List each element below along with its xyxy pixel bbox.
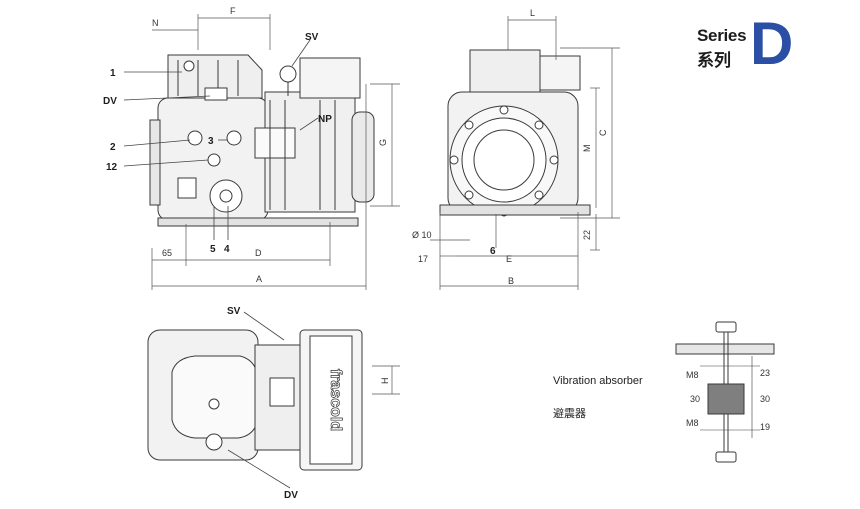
dim-h: H	[380, 378, 390, 385]
callout-5: 5	[210, 244, 216, 255]
callout-sv-front: SV	[305, 32, 319, 43]
dim-l: L	[530, 8, 535, 18]
front-view-dimensions	[151, 14, 400, 290]
vib-label-30-left: 30	[690, 394, 700, 404]
dim-c: C	[598, 129, 608, 136]
callout-np: NP	[318, 114, 332, 125]
dim-dia-10: Ø 10	[412, 230, 432, 240]
dim-17: 17	[418, 254, 428, 264]
dim-65: 65	[162, 248, 172, 258]
dim-m: M	[582, 145, 592, 153]
vib-label-m8-bottom: M8	[686, 418, 699, 428]
callout-sv-top: SV	[227, 306, 241, 317]
vib-label-23: 23	[760, 368, 770, 378]
callout-1: 1	[110, 68, 116, 79]
series-letter: D	[750, 10, 794, 77]
dim-f: F	[230, 6, 236, 16]
callout-12: 12	[106, 162, 118, 173]
vib-label-m8-top: M8	[686, 370, 699, 380]
callout-3: 3	[208, 136, 214, 147]
vibration-absorber-title-cn: 避震器	[553, 408, 586, 420]
dim-a: A	[256, 274, 262, 284]
top-view-dimensions	[372, 365, 400, 395]
top-view-compressor	[147, 329, 363, 471]
side-view-compressor	[439, 49, 591, 217]
dim-n: N	[152, 18, 159, 28]
dim-b: B	[508, 276, 514, 286]
dim-e: E	[506, 254, 512, 264]
dim-g: G	[378, 139, 388, 146]
front-view-compressor	[149, 54, 375, 227]
side-view-dimensions	[430, 16, 620, 290]
dim-22: 22	[582, 230, 592, 240]
callout-2: 2	[110, 142, 116, 153]
callout-dv: DV	[103, 96, 117, 107]
vib-label-30-right: 30	[760, 394, 770, 404]
callout-4: 4	[224, 244, 230, 255]
callout-dv-top: DV	[284, 490, 298, 501]
vibration-absorber-drawing	[675, 321, 775, 463]
vib-label-19: 19	[760, 422, 770, 432]
series-chinese-label: 系列	[697, 51, 731, 70]
dim-d: D	[255, 248, 262, 258]
series-label: Series	[697, 26, 747, 45]
callout-6: 6	[490, 246, 496, 257]
vibration-absorber-title: Vibration absorber	[553, 375, 643, 387]
frascold-logo: frascold	[327, 369, 344, 431]
